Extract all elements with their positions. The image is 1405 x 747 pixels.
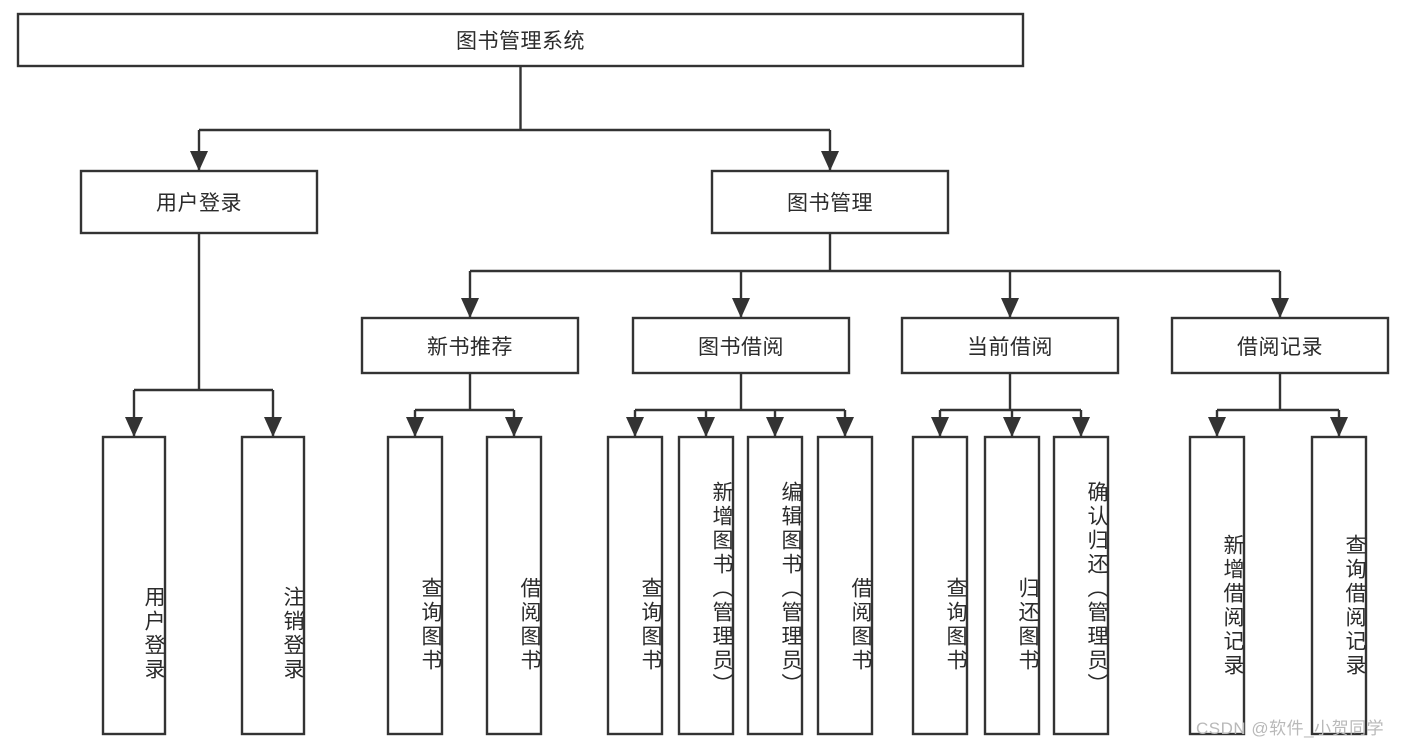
node-box-leaf-add-borrow-record[interactable] xyxy=(1188,435,1246,736)
node-box-leaf-query-borrow-record[interactable] xyxy=(1310,435,1368,736)
node-box-new-book-recommend[interactable] xyxy=(360,316,580,375)
arrow-head-icon xyxy=(821,151,839,171)
node-book-manage[interactable] xyxy=(712,171,948,233)
node-leaf-return-book[interactable] xyxy=(985,437,1039,734)
node-borrow-record[interactable] xyxy=(1172,318,1388,373)
arrow-head-icon xyxy=(1072,417,1090,437)
node-leaf-borrow-book-recommend[interactable] xyxy=(487,437,541,734)
connector-lines xyxy=(132,66,1341,437)
arrow-head-icon xyxy=(626,417,644,437)
arrow-head-icon xyxy=(125,417,143,437)
arrow-head-icon xyxy=(461,298,479,318)
node-leaf-query-borrow-record[interactable] xyxy=(1312,437,1366,734)
node-box-leaf-query-book-borrow[interactable] xyxy=(606,435,664,736)
arrow-head-icon xyxy=(697,417,715,437)
arrow-head-icon xyxy=(190,151,208,171)
node-box-leaf-logout[interactable] xyxy=(240,435,306,736)
node-leaf-borrow-book[interactable] xyxy=(818,437,872,734)
arrow-head-icon xyxy=(1330,417,1348,437)
node-leaf-edit-book[interactable] xyxy=(748,437,802,734)
arrow-head-icon xyxy=(1208,417,1226,437)
node-box-leaf-borrow-book-recommend[interactable] xyxy=(485,435,543,736)
node-leaf-add-borrow-record[interactable] xyxy=(1190,437,1244,734)
node-book-borrow[interactable] xyxy=(633,318,849,373)
node-current-borrow[interactable] xyxy=(902,318,1118,373)
arrow-head-icon xyxy=(406,417,424,437)
node-box-leaf-confirm-return[interactable] xyxy=(1052,435,1110,736)
node-box-outlines xyxy=(16,12,1390,736)
node-leaf-query-book-recommend[interactable] xyxy=(388,437,442,734)
arrow-head-icon xyxy=(264,417,282,437)
node-box-leaf-add-book[interactable] xyxy=(677,435,735,736)
node-leaf-logout[interactable] xyxy=(242,437,304,734)
connector-arrowheads xyxy=(125,151,1348,437)
arrow-head-icon xyxy=(1003,417,1021,437)
node-root[interactable] xyxy=(18,14,1023,66)
node-box-leaf-borrow-book[interactable] xyxy=(816,435,874,736)
node-leaf-user-login[interactable] xyxy=(103,437,165,734)
arrow-head-icon xyxy=(1001,298,1019,318)
node-user-login[interactable] xyxy=(81,171,317,233)
node-new-book-recommend[interactable] xyxy=(362,318,578,373)
node-box-leaf-user-login[interactable] xyxy=(101,435,167,736)
arrow-head-icon xyxy=(1271,298,1289,318)
node-box-current-borrow[interactable] xyxy=(900,316,1120,375)
node-box-user-login[interactable] xyxy=(79,169,319,235)
node-box-leaf-return-book[interactable] xyxy=(983,435,1041,736)
node-box-root[interactable] xyxy=(16,12,1025,68)
node-leaf-add-book[interactable] xyxy=(679,437,733,734)
node-box-leaf-query-book-current[interactable] xyxy=(911,435,969,736)
node-leaf-confirm-return[interactable] xyxy=(1054,437,1108,734)
node-box-leaf-query-book-recommend[interactable] xyxy=(386,435,444,736)
arrow-head-icon xyxy=(931,417,949,437)
arrow-head-icon xyxy=(836,417,854,437)
arrow-head-icon xyxy=(505,417,523,437)
csdn-watermark: CSDN @软件_小贺同学 xyxy=(1196,719,1385,738)
node-leaf-query-book-current[interactable] xyxy=(913,437,967,734)
arrow-head-icon xyxy=(732,298,750,318)
arrow-head-icon xyxy=(766,417,784,437)
node-leaf-query-book-borrow[interactable] xyxy=(608,437,662,734)
